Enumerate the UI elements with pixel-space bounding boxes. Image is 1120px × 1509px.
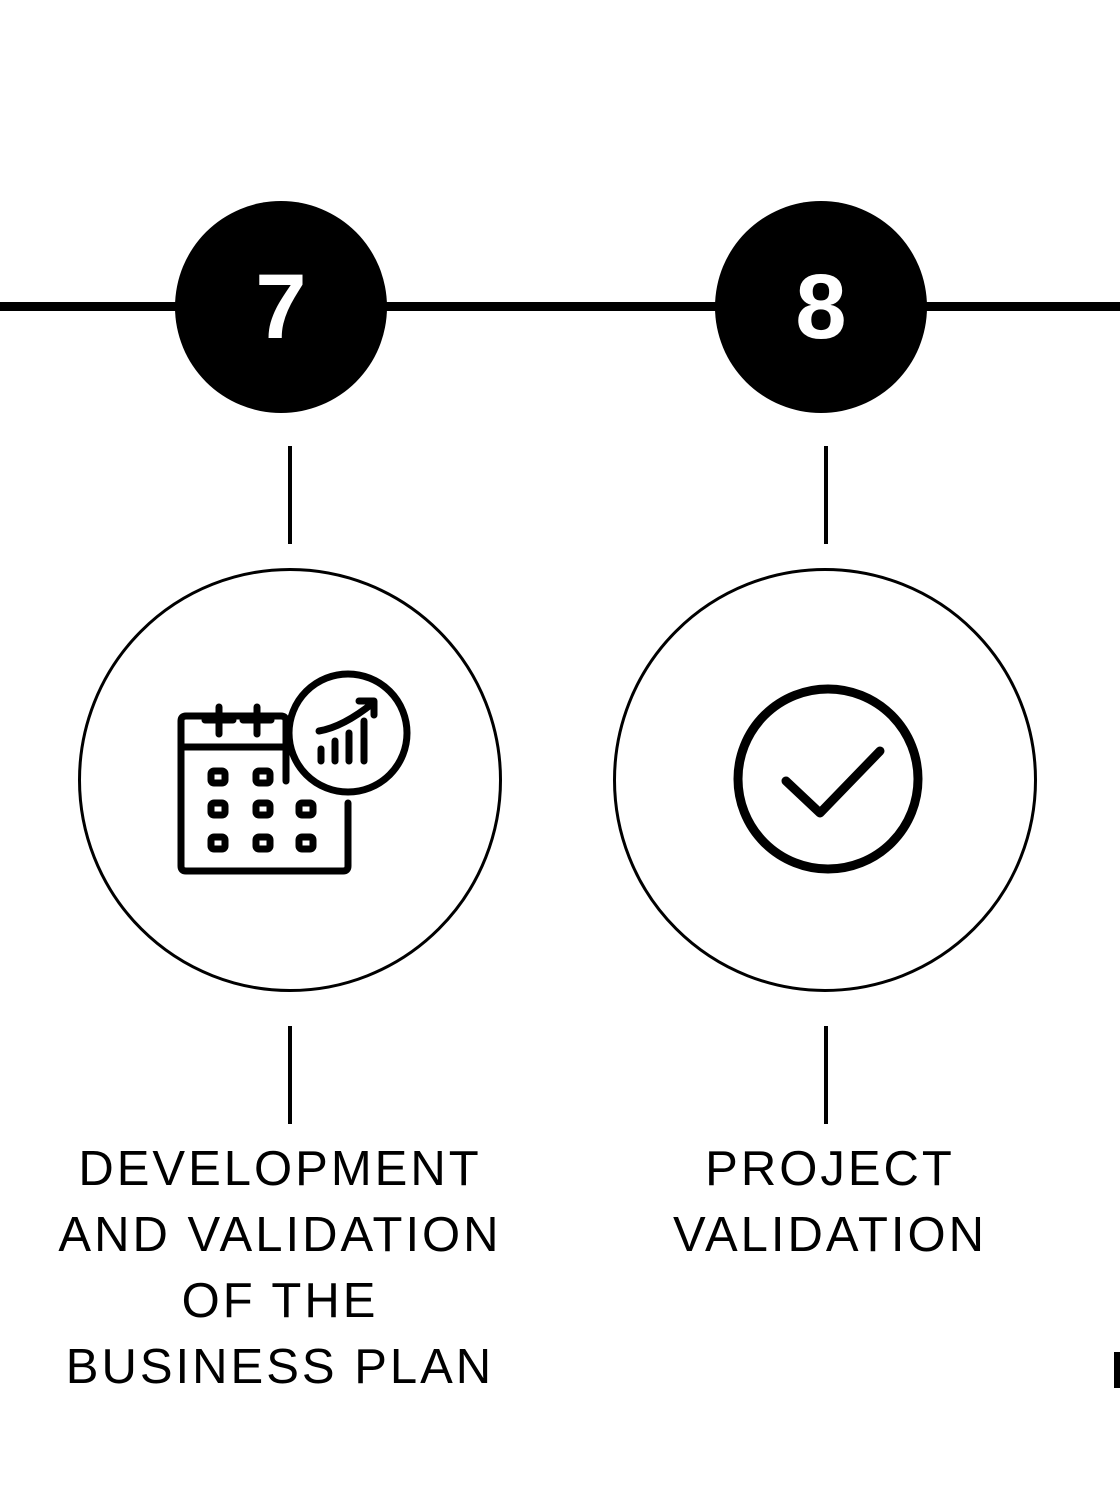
step-7-label-line: BUSINESS PLAN [65,1340,495,1394]
step-7-number-badge: 7 [175,201,387,413]
step-7-label-line: DEVELOPMENT [78,1142,482,1196]
step-7-connector-top [288,446,292,544]
step-8-label-line: PROJECT [705,1142,955,1196]
step-8-label-line: VALIDATION [672,1208,988,1262]
step-8-number-badge: 8 [715,201,927,413]
step-7-label: DEVELOPMENT AND VALIDATION OF THE BUSINE… [20,1136,540,1400]
check-circle-icon [733,684,923,874]
step-7-number: 7 [255,255,307,358]
step-8-connector-bottom [824,1026,828,1124]
step-7-connector-bottom [288,1026,292,1124]
step-8-label: PROJECT VALIDATION [610,1136,1050,1268]
step-7-icon-circle [78,568,502,992]
step-7-label-line: OF THE [181,1274,379,1328]
timeline-line [0,302,1120,311]
step-8-number: 8 [795,255,847,358]
step-8-icon-circle [613,568,1037,992]
next-step-label-edge [1114,1352,1120,1388]
step-7-label-line: AND VALIDATION [58,1208,502,1262]
step-8-connector-top [824,446,828,544]
calendar-growth-chart-icon [177,670,411,875]
